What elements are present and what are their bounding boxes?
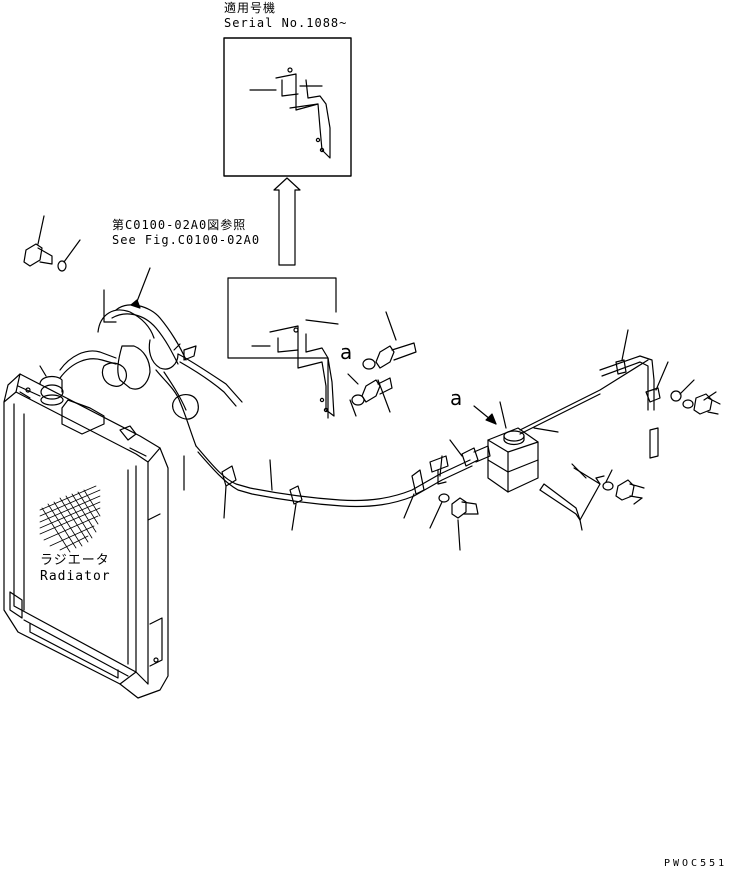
reference-en: See Fig.C0100-02A0: [112, 233, 261, 247]
reference-ja: 第C0100-02A0図参照: [112, 218, 247, 232]
radiator-label-en: Radiator: [40, 569, 111, 584]
drawing-code: PWOC551: [664, 858, 728, 869]
overflow-hose: [195, 439, 491, 551]
wiring-harness: [59, 267, 243, 491]
detail-panel: [227, 277, 417, 419]
inset-detail-box: [223, 37, 352, 177]
right-pipe-assembly: [599, 329, 721, 459]
reservoir-bracket: [539, 463, 645, 531]
radiator: [3, 365, 169, 699]
reservoir-tank: [473, 359, 649, 493]
view-marker-detail: a: [340, 340, 353, 364]
view-marker-pointer: a: [450, 386, 463, 410]
inset-title-ja: 適用号機: [224, 1, 277, 15]
radiator-label-ja: ラジエータ: [40, 553, 110, 568]
bolt-washer-top-left: [23, 215, 81, 272]
up-arrow: [273, 177, 301, 266]
inset-title-serial: Serial No.1088~: [224, 16, 348, 30]
